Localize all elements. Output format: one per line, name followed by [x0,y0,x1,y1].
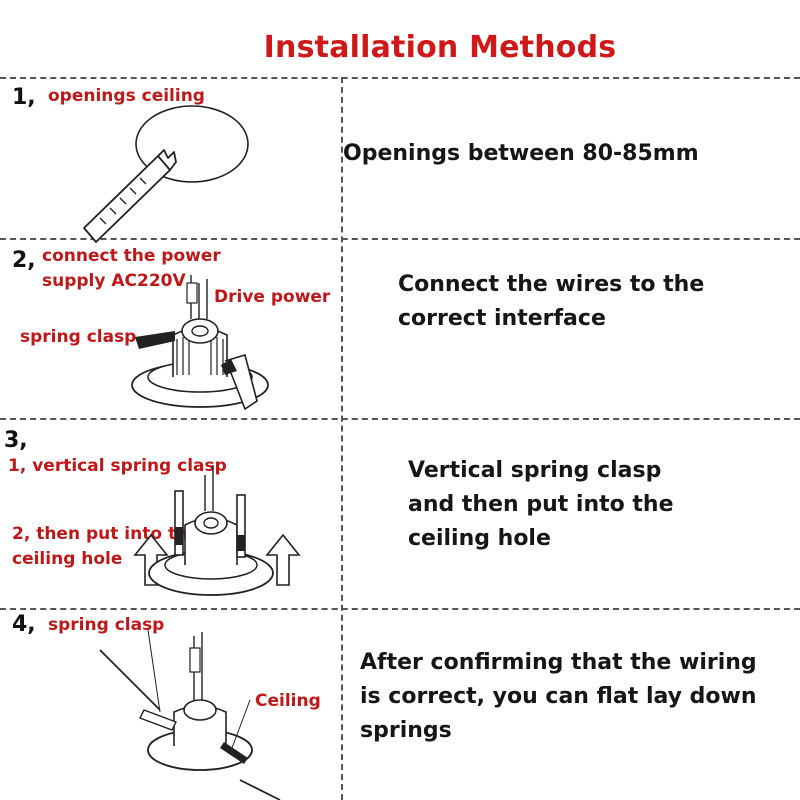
step-2-label-supply: supply AC220V [42,271,186,291]
step-4-description-line-3: springs [360,718,452,743]
step-1-label-openings-ceiling: openings ceiling [48,86,205,106]
step-3-description-line-3: ceiling hole [408,526,551,551]
step-2-number: 2, [12,248,36,273]
step-3-description-line-1: Vertical spring clasp [408,458,662,483]
step-3-number: 3, [4,428,28,453]
step-3-description-line-2: and then put into the [408,492,674,517]
step-3-label-vertical-clasp: 1, vertical spring clasp [8,456,227,476]
step-2-label-connect-power: connect the power [42,246,221,266]
step-4-number: 4, [12,612,36,637]
downlight-wiring-illustration [131,275,269,411]
up-arrow-right-icon [265,533,301,586]
flat-spring-right [220,742,248,764]
step-1-description-line-1: Openings between 80-85mm [343,141,699,166]
step-4-label-spring-clasp: spring clasp [48,615,165,635]
divider-top [0,77,800,79]
vertical-clasp-left [174,490,184,556]
ceiling-opening-ellipse [135,105,249,183]
step-3-description: Vertical spring clasp and then put into … [408,454,674,556]
step-4-description-line-1: After confirming that the wiring [360,650,757,675]
ceiling-line [99,649,161,711]
flat-spring-left [139,709,177,731]
step-1-description: Openings between 80-85mm [343,137,699,171]
divider-1 [0,238,800,240]
saw-icon [83,149,177,243]
step-4-description-line-2: is correct, you can flat lay down [360,684,757,709]
divider-vertical [341,77,343,800]
step-2-label-drive-power: Drive power [214,287,331,307]
wire-icon [204,465,214,511]
lay-down-springs-illustration [99,629,281,800]
step-4-label-ceiling: Ceiling [255,691,321,711]
vertical-clasp-right [236,494,246,558]
divider-2 [0,418,800,420]
ceiling-opening-saw-illustration [83,105,249,243]
step-2-description-line-1: Connect the wires to the [398,272,705,297]
spring-clasp-left [135,331,175,349]
step-2-label-spring-clasp: spring clasp [20,327,137,347]
step-2-description-line-2: correct interface [398,306,606,331]
step-1-number: 1, [12,85,36,110]
step-2-description: Connect the wires to the correct interfa… [398,268,704,336]
vertical-clasp-illustration [133,465,301,596]
page-title: Installation Methods [263,30,617,65]
divider-3 [0,608,800,610]
step-3-label-ceiling-hole: ceiling hole [12,549,123,569]
step-4-description: After confirming that the wiring is corr… [360,646,790,748]
